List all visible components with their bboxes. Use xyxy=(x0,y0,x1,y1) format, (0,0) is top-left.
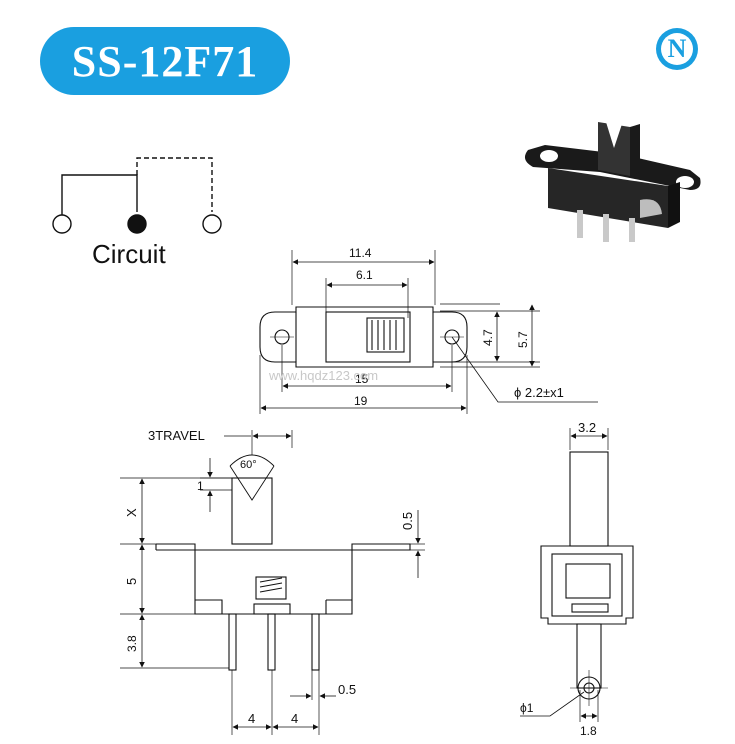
circuit-terminal-left xyxy=(52,214,72,234)
hole-diameter-callout: ϕ 2.2±x1 xyxy=(514,385,564,400)
circuit-diagram xyxy=(52,157,222,234)
dim-0-5-top: 0.5 xyxy=(400,512,415,530)
watermark-text: www.hqdz123.com xyxy=(268,368,378,383)
hole-diameter-value: ϕ 2.2 xyxy=(514,385,543,400)
brand-logo-icon: N xyxy=(656,28,698,70)
circuit-terminal-right xyxy=(202,214,222,234)
dim-4-left: 4 xyxy=(248,711,255,726)
dim-0-5-bottom: 0.5 xyxy=(338,682,356,697)
product-title-badge: SS-12F71 xyxy=(40,27,290,95)
dim-3-2: 3.2 xyxy=(578,420,596,435)
angle-label: 60° xyxy=(240,459,257,471)
brand-logo-letter: N xyxy=(667,34,687,63)
dim-1: 1 xyxy=(197,479,204,493)
hole-count: x1 xyxy=(550,385,564,400)
dim-4-right: 4 xyxy=(291,711,298,726)
travel-label: 3TRAVEL xyxy=(148,428,205,443)
dim-6-1: 6.1 xyxy=(356,268,373,282)
dim-4-7: 4.7 xyxy=(481,329,495,346)
dim-11-4: 11.4 xyxy=(349,246,372,260)
top-view xyxy=(259,250,598,414)
dim-19: 19 xyxy=(354,394,368,408)
dim-3-8: 3.8 xyxy=(125,635,139,652)
dim-5: 5 xyxy=(124,578,139,585)
dim-15: 15 xyxy=(355,372,369,386)
dim-x: X xyxy=(124,508,139,517)
dim-phi-1: ϕ1 xyxy=(520,701,534,715)
dim-5-7: 5.7 xyxy=(516,331,530,348)
product-title: SS-12F71 xyxy=(71,36,259,86)
side-view xyxy=(120,430,425,735)
end-view xyxy=(520,428,634,722)
dim-1-8: 1.8 xyxy=(580,724,597,738)
product-photo xyxy=(524,122,701,242)
tolerance-symbol: ± xyxy=(543,385,550,400)
circuit-label: Circuit xyxy=(92,239,166,269)
circuit-terminal-common xyxy=(127,214,147,234)
